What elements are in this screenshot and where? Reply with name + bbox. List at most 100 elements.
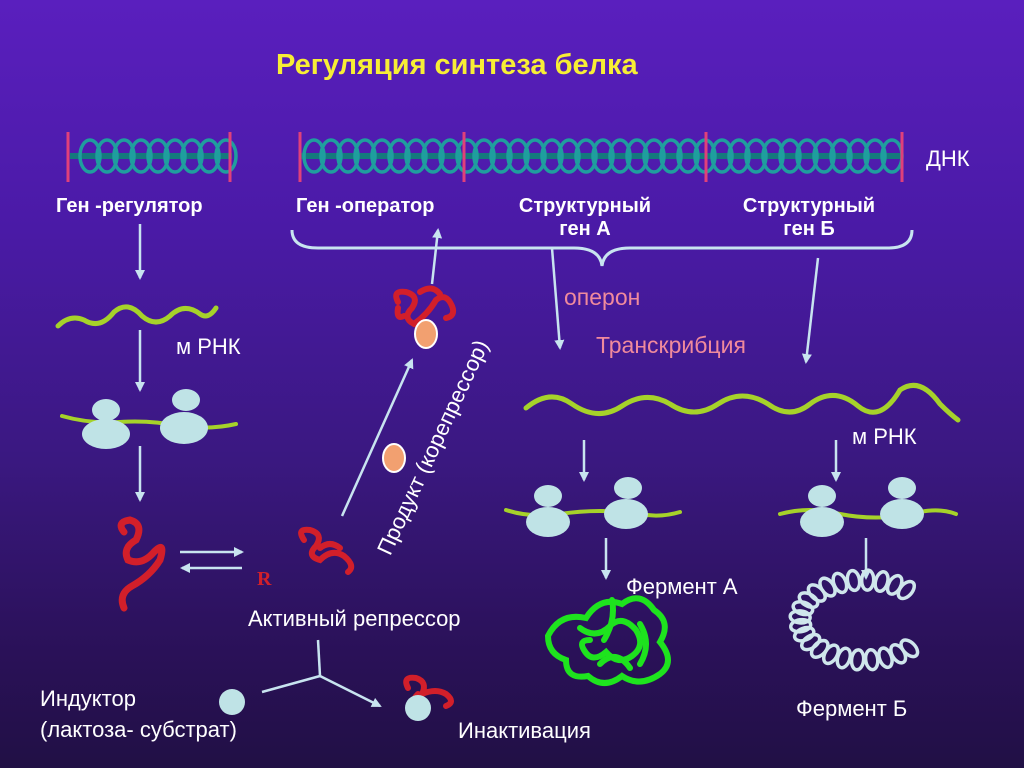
structural-gene-a-label: Структурный ген А: [518, 195, 652, 240]
operon-label: оперон: [564, 284, 641, 310]
dna-helix-loop: [146, 138, 170, 174]
ribosome-b-2: [880, 477, 924, 529]
dna-helix-loop: [336, 138, 360, 174]
enzyme-b-coil-turn: [896, 579, 917, 601]
enzyme-b-coil-turn: [788, 609, 812, 625]
dna-helix-loop: [574, 138, 598, 174]
enzyme-b-coil-turn: [792, 625, 816, 643]
enzyme-b-label: Фермент Б: [796, 696, 908, 721]
dna-helix-loop: [846, 138, 870, 174]
dna-helix-loop: [472, 138, 496, 174]
dna-helix-loop: [404, 138, 428, 174]
transcription-label: Транскрибция: [596, 332, 746, 358]
dna-helix-loop: [370, 138, 394, 174]
dna-helix-loop: [319, 138, 343, 174]
inductor-molecule: [219, 689, 245, 715]
dna-label: ДНК: [926, 146, 970, 171]
mrna-strand-left: [55, 304, 219, 329]
dna-helix-loop: [540, 138, 564, 174]
inactivated-repressor: [403, 674, 454, 721]
dna-helix-loop: [214, 138, 238, 174]
dna-helix-loop: [744, 138, 768, 174]
dna-helix-loop: [95, 138, 119, 174]
enzyme-b-coil-turn: [877, 646, 894, 670]
dna-helix-loop: [778, 138, 802, 174]
gene-regulator-label: Ген -регулятор: [56, 195, 203, 217]
dna-helix-loop: [863, 138, 887, 174]
dna-helix-loop: [761, 138, 785, 174]
dna-helix-loop: [421, 138, 445, 174]
enzyme-b-coil-turn: [849, 648, 866, 672]
mrna-label-left: м РНК: [176, 334, 241, 359]
dna-helix-loop: [642, 138, 666, 174]
active-repressor-protein: [298, 526, 355, 575]
dna-helix-loop: [78, 138, 102, 174]
dna-helix-loop: [557, 138, 581, 174]
dna-helix-loop: [710, 138, 734, 174]
ribosome-left-2: [160, 389, 208, 444]
dna-helix-loop: [197, 138, 221, 174]
inductor-lines: [261, 639, 322, 694]
gene-operator-label: Ген -оператор: [296, 195, 435, 217]
mrna-strand-left-ribo: [60, 414, 238, 430]
arrow-gene-b-transcription: [801, 257, 820, 364]
dna-helix-loop: [625, 138, 649, 174]
corepressor-free: [382, 443, 406, 473]
ribosome-b-1: [800, 485, 844, 537]
repressor-corepressor-complex: [393, 285, 457, 349]
dna-helix-loop: [302, 138, 326, 174]
dna-helix-loop: [676, 138, 700, 174]
dna-helix-loop: [659, 138, 683, 174]
dna-helix-loop: [353, 138, 377, 174]
mrna-strand-right: [523, 382, 961, 423]
inductor-label: Индуктор (лактоза- субстрат): [40, 686, 237, 743]
dna-helix-loop: [829, 138, 853, 174]
dna-helix-loop: [455, 138, 479, 174]
page-title: Регуляция синтеза белка: [276, 49, 638, 81]
repressor-mark: R: [257, 568, 272, 590]
dna-helix-loop: [795, 138, 819, 174]
arrow-gene-a-transcription: [550, 247, 565, 350]
enzyme-b-coil-turn: [791, 600, 815, 617]
dna-helix-loop: [727, 138, 751, 174]
dna-helix-loop: [506, 138, 530, 174]
enzyme-a-label: Фермент А: [626, 574, 738, 599]
operon-brace: [290, 229, 914, 267]
inductor-bound: [405, 695, 431, 721]
dna-helix-left: [78, 138, 238, 174]
dna-helix-loop: [112, 138, 136, 174]
corepressor-bound: [414, 319, 438, 349]
enzyme-b-coil-turn: [863, 647, 880, 672]
structural-gene-b-label: Структурный ген Б: [742, 195, 876, 240]
dna-helix-right: [302, 138, 904, 174]
dna-helix-loop: [489, 138, 513, 174]
ribosome-left-1: [82, 399, 130, 449]
arrow-to-inactivation: [319, 674, 382, 708]
inactivation-label: Инактивация: [458, 718, 591, 743]
mrna-label-right: м РНК: [852, 424, 917, 449]
enzyme-b-coil-turn: [831, 571, 849, 595]
enzyme-b-coil-turn: [845, 568, 862, 593]
dna-helix-loop: [523, 138, 547, 174]
dna-helix-loop: [812, 138, 836, 174]
ribosome-a-2: [604, 477, 648, 529]
ribosome-a-1: [526, 485, 570, 537]
dna-helix-loop: [608, 138, 632, 174]
dna-helix-loop: [438, 138, 462, 174]
enzyme-a-protein: [544, 595, 671, 686]
dna-helix-loop: [591, 138, 615, 174]
enzyme-b-coil-turn: [859, 568, 876, 592]
dna-helix-loop: [163, 138, 187, 174]
dna-markers: [66, 132, 904, 182]
dna-helix-loop: [180, 138, 204, 174]
repressor-protein: [117, 516, 166, 612]
arrow-to-operator: [430, 228, 443, 285]
active-repressor-label: Активный репрессор: [248, 606, 461, 631]
enzyme-b-protein: [788, 568, 920, 672]
dna-strand-operon: [300, 138, 904, 174]
dna-strand-regulator: [70, 138, 238, 174]
enzyme-b-coil-turn: [800, 632, 822, 652]
dna-helix-loop: [129, 138, 153, 174]
arrow-product-up: [340, 358, 414, 517]
